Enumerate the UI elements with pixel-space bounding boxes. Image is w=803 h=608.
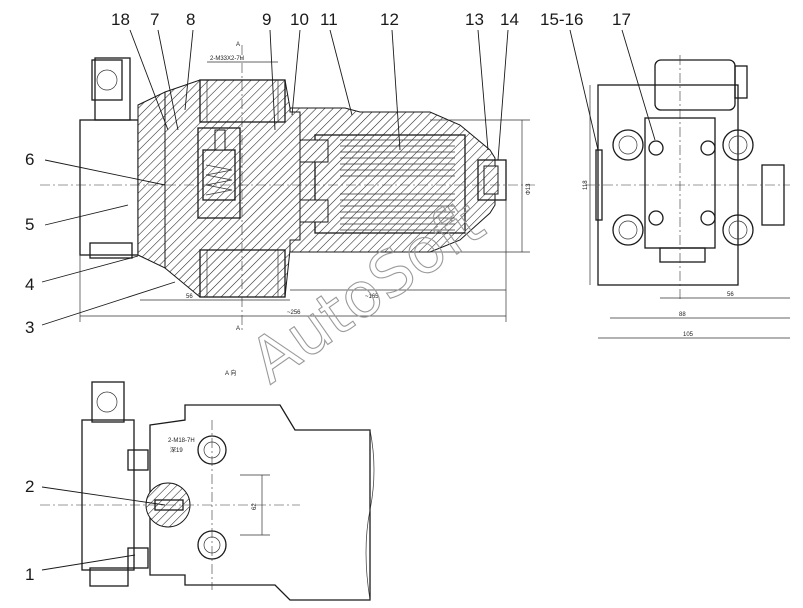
callout-11: 11 — [320, 10, 338, 29]
callout-4: 4 — [25, 275, 34, 294]
dim-105-label: 105 — [683, 332, 694, 338]
dim-256-label: ~256 — [287, 310, 301, 316]
bottom-depth-label: 深19 — [170, 446, 183, 454]
callout-3: 3 — [25, 318, 34, 337]
end-nut — [477, 159, 507, 201]
callout-12: 12 — [380, 10, 399, 29]
end-view: 118 56 88 105 — [583, 55, 790, 339]
element-pleats — [340, 139, 455, 231]
callout-1: 1 — [25, 565, 34, 584]
port-thread-label: 2-M33X2-7H — [210, 56, 244, 62]
callout-7: 7 — [150, 10, 159, 29]
dim-dia-label: Φ13 — [526, 183, 532, 195]
section-mark-top: A — [236, 42, 240, 48]
filter-element — [314, 134, 466, 234]
bolt-holes — [612, 129, 754, 246]
mounting-block — [79, 119, 139, 256]
view-label: A 向 — [225, 369, 236, 377]
callout-14: 14 — [500, 10, 519, 29]
dim-118-label: 118 — [583, 180, 589, 190]
callout-5: 5 — [25, 215, 34, 234]
callout-6: 6 — [25, 150, 34, 169]
bypass-valve — [197, 127, 241, 219]
section-view: 2-M33X2-7H 56 ~165 ~256 Φ13 A A — [40, 42, 535, 332]
dim-88-label: 88 — [679, 312, 686, 318]
callout-leaders — [41, 29, 656, 571]
bottom-view: A 向 2-M18-7H 深19 62 — [40, 369, 375, 601]
housing — [289, 107, 496, 253]
inlet-port — [199, 249, 286, 298]
bottom-spacing-label: 62 — [252, 503, 258, 510]
section-mark-bottom: A — [236, 326, 240, 332]
dim-56b-label: 56 — [727, 292, 734, 298]
callout-9: 9 — [262, 10, 271, 29]
callout-17: 17 — [612, 10, 631, 29]
top-plug — [94, 57, 131, 121]
bottom-mounting-block — [81, 419, 135, 571]
outlet-port — [199, 79, 286, 123]
callout-18: 18 — [111, 10, 130, 29]
filter-head — [164, 79, 301, 298]
callout-2: 2 — [25, 477, 34, 496]
callout-8: 8 — [186, 10, 195, 29]
callout-10: 10 — [290, 10, 309, 29]
callouts: 18 7 8 9 10 11 12 13 14 15-16 17 6 5 4 3… — [25, 10, 631, 584]
bottom-thread-label: 2-M18-7H — [168, 438, 195, 444]
dim-165-label: ~165 — [365, 294, 379, 300]
callout-13: 13 — [465, 10, 484, 29]
callout-15-16: 15-16 — [540, 10, 583, 29]
dim-56-label: 56 — [186, 294, 193, 300]
